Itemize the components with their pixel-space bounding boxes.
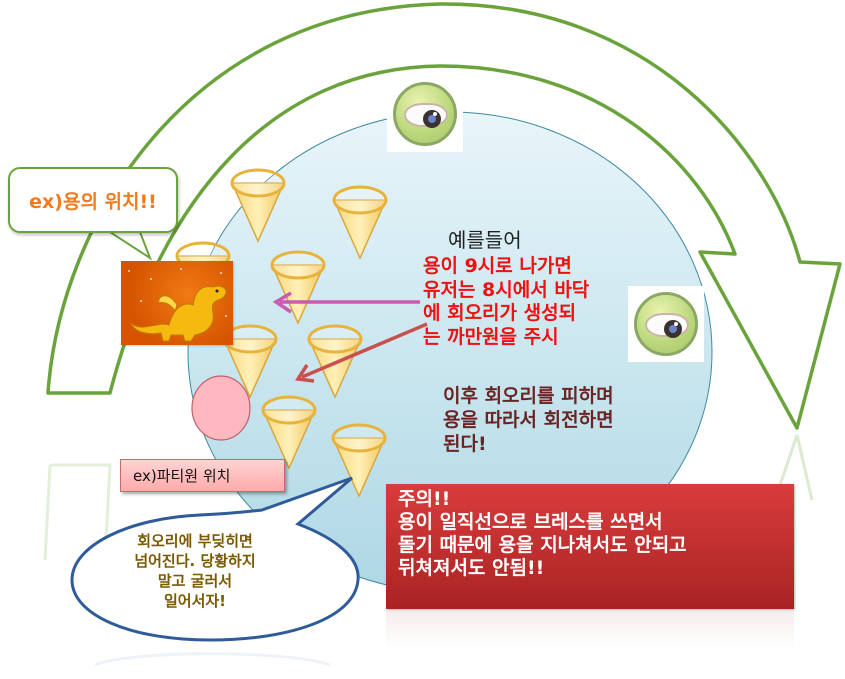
party-position-text: ex)파티원 위치	[133, 467, 231, 485]
warning-line: 돌기 때문에 용을 지나쳐서도 안되고	[398, 534, 687, 556]
eye-icon	[387, 76, 463, 152]
dragon-icon	[128, 268, 227, 342]
bubble-line: 회오리에 부딪히면	[137, 532, 253, 550]
warning-box: 주의!! 용이 일직선으로 브레스를 쓰면서 돌기 때문에 용을 지나쳐서도 안…	[386, 484, 794, 609]
highlight-line: 용이 9시로 나가면	[423, 255, 572, 277]
followup-instructions: 이후 회오리를 피하며 용을 따라서 회전하면 된다!	[443, 384, 614, 456]
followup-line: 된다!	[443, 433, 487, 455]
warning-line: 용이 일직선으로 브레스를 쓰면서	[398, 511, 663, 533]
dragon-image	[121, 261, 233, 345]
rotation-arrow	[46, 2, 842, 430]
party-member-marker	[191, 375, 251, 441]
example-intro: 예를들어	[448, 228, 522, 252]
bubble-line: 일어서자!	[163, 592, 227, 610]
dragon-position-label: ex)용의 위치!!	[29, 190, 157, 213]
dragon-position-callout: ex)용의 위치!!	[8, 167, 178, 233]
speech-bubble-text: 회오리에 부딪히면 넘어진다. 당황하지 말고 굴러서 일어서자!	[95, 531, 295, 611]
warning-reflection	[386, 609, 794, 649]
highlight-line: 유저는 8시에서 바닥	[423, 278, 590, 301]
eye-icon	[628, 286, 704, 362]
highlight-line: 에 회오리가 생성되	[423, 302, 577, 324]
warning-line: 주의!!	[398, 488, 451, 510]
highlight-instructions: 용이 9시로 나가면 유저는 8시에서 바닥 에 회오리가 생성되 는 까만원을…	[423, 255, 589, 349]
bubble-line: 넘어진다. 당황하지	[134, 552, 256, 570]
cone-markers	[175, 168, 388, 498]
speech-bubble-shape	[70, 476, 360, 642]
followup-line: 이후 회오리를 피하며	[443, 385, 614, 407]
pointer-arrows	[272, 291, 428, 383]
followup-line: 용을 따라서 회전하면	[443, 409, 614, 431]
highlight-line: 는 까만원을 주시	[423, 325, 559, 348]
party-position-label: ex)파티원 위치	[120, 459, 285, 492]
warning-line: 뒤쳐져서도 안됨!!	[398, 557, 545, 579]
bubble-line: 말고 굴러서	[157, 572, 233, 590]
